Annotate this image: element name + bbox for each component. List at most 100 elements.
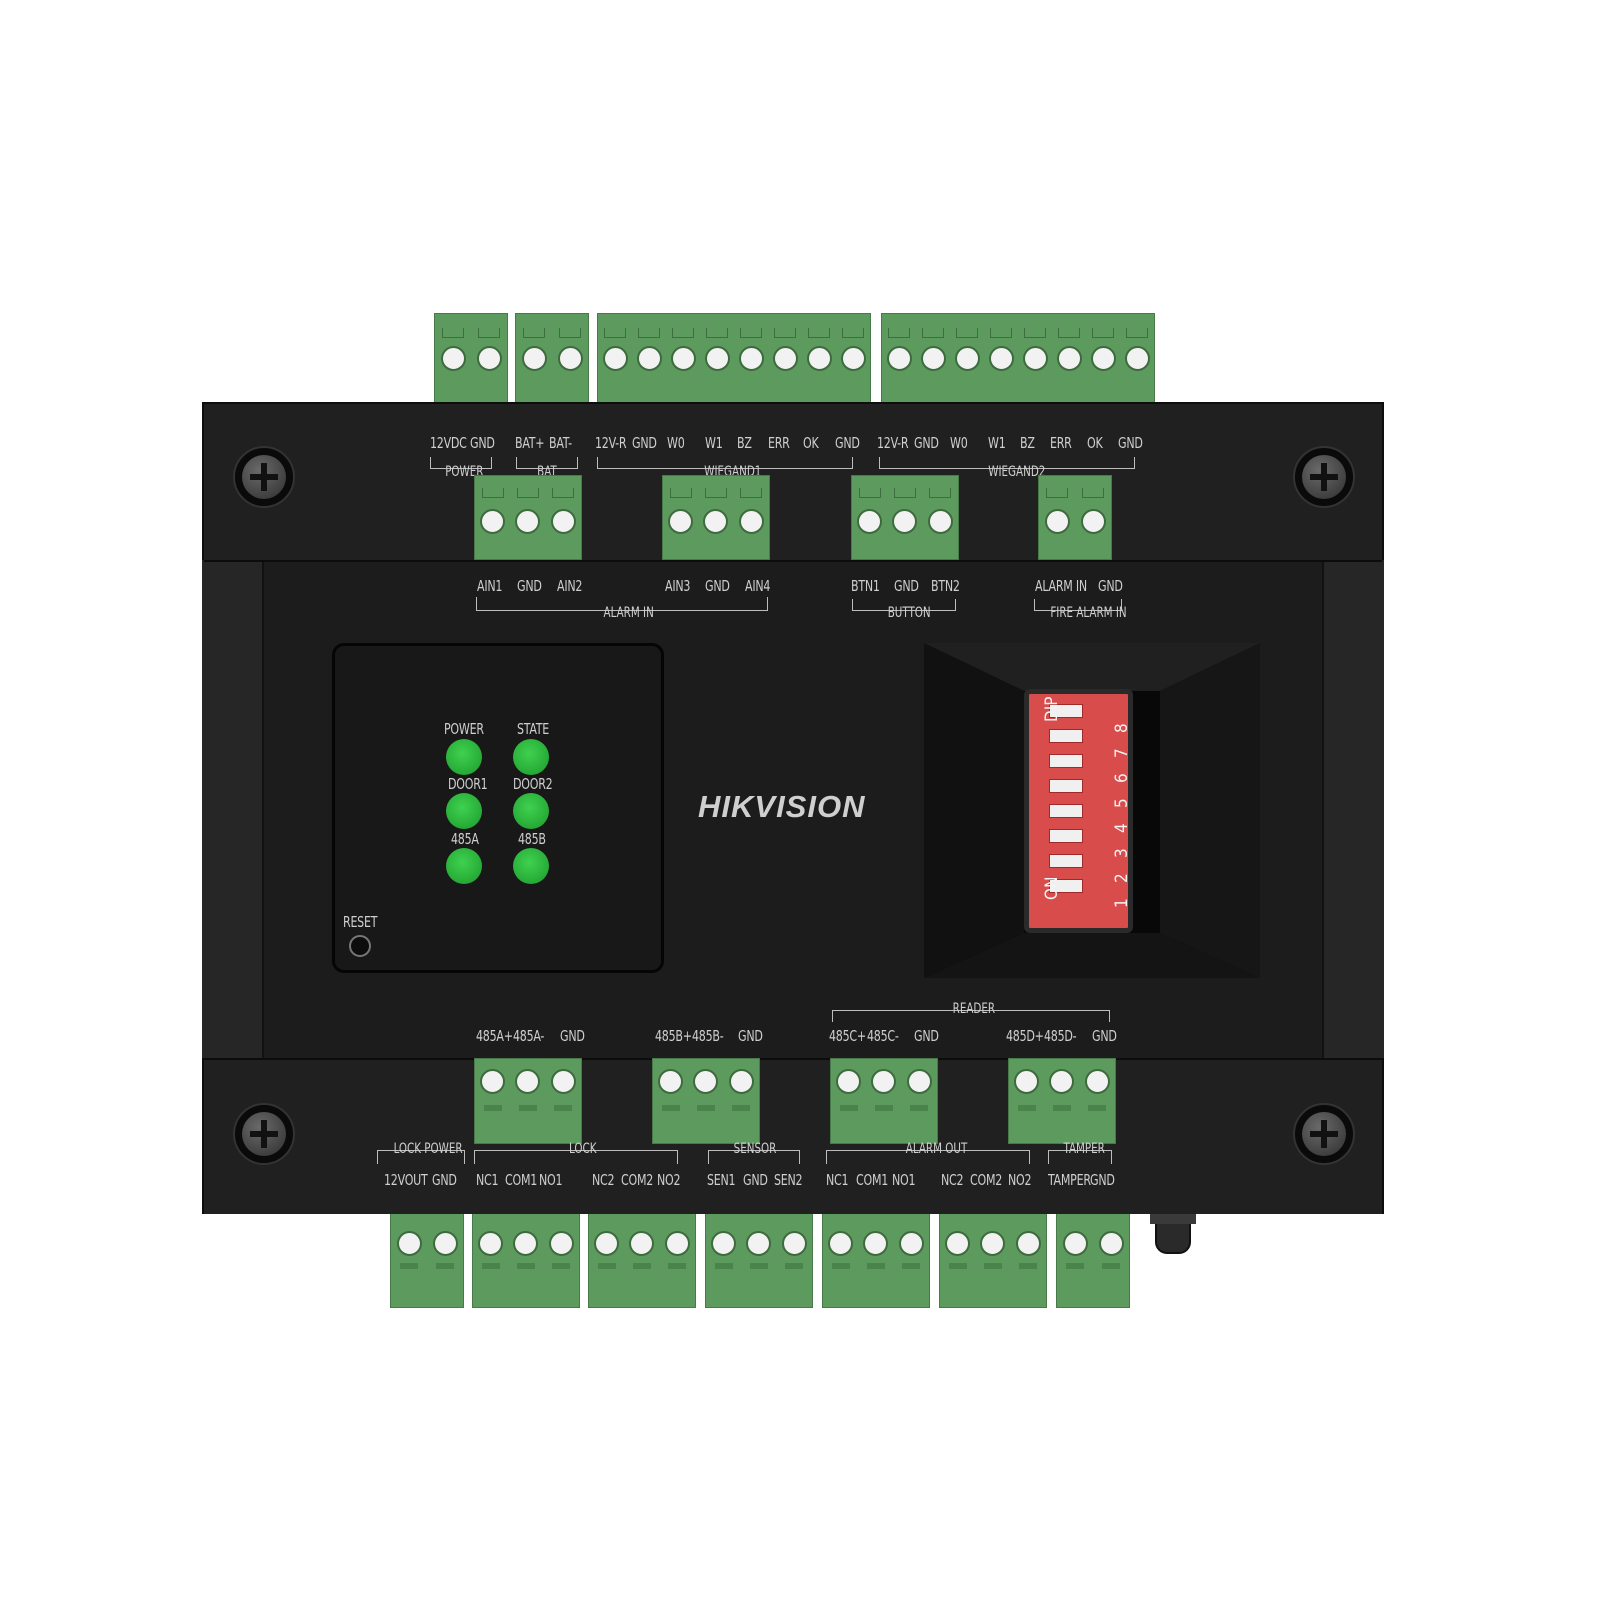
terminal-screw[interactable]: [668, 509, 694, 534]
terminal-screw[interactable]: [602, 346, 628, 371]
terminal-screw[interactable]: [738, 346, 764, 371]
terminal-screw[interactable]: [550, 509, 576, 534]
terminal-screw[interactable]: [664, 1231, 690, 1256]
terminal-screw[interactable]: [954, 346, 980, 371]
terminal-screw[interactable]: [693, 1069, 719, 1094]
terminal-screw[interactable]: [863, 1231, 889, 1256]
terminal-battery[interactable]: [515, 313, 589, 403]
terminal-screw[interactable]: [1124, 346, 1150, 371]
dip-lever[interactable]: [1049, 829, 1083, 843]
terminal-screw[interactable]: [980, 1231, 1006, 1256]
terminal-slot: [672, 328, 694, 338]
terminal-screw[interactable]: [927, 509, 953, 534]
terminal-lock1[interactable]: [472, 1212, 580, 1308]
terminal-485b[interactable]: [652, 1058, 760, 1144]
terminal-alarm-out2[interactable]: [939, 1212, 1047, 1308]
terminal-screw[interactable]: [478, 1231, 504, 1256]
terminal-screw[interactable]: [945, 1231, 971, 1256]
terminal-485a[interactable]: [474, 1058, 582, 1144]
terminal-screw[interactable]: [711, 1231, 737, 1256]
terminal-wiegand1[interactable]: [597, 313, 871, 403]
terminal-lock2[interactable]: [588, 1212, 696, 1308]
terminal-screw[interactable]: [670, 346, 696, 371]
terminal-screw[interactable]: [1090, 346, 1116, 371]
dip-lever[interactable]: [1049, 704, 1083, 718]
dip-lever[interactable]: [1049, 729, 1083, 743]
terminal-slot: [893, 488, 916, 498]
terminal-screw[interactable]: [920, 346, 946, 371]
terminal-screw[interactable]: [772, 346, 798, 371]
screws-row: [940, 1231, 1046, 1256]
dip-lever[interactable]: [1049, 804, 1083, 818]
terminal-lock-power[interactable]: [390, 1212, 464, 1308]
terminal-screw[interactable]: [892, 509, 918, 534]
terminal-screw[interactable]: [440, 346, 466, 371]
terminal-screw[interactable]: [1062, 1231, 1088, 1256]
terminal-485c[interactable]: [830, 1058, 938, 1144]
terminal-screw[interactable]: [738, 509, 764, 534]
terminal-screw[interactable]: [1015, 1231, 1041, 1256]
terminal-screw[interactable]: [840, 346, 866, 371]
terminal-sensor[interactable]: [705, 1212, 813, 1308]
fire-bracket: [1034, 599, 1122, 611]
terminal-screw[interactable]: [886, 346, 912, 371]
dip-lever[interactable]: [1049, 854, 1083, 868]
terminal-screw[interactable]: [594, 1231, 620, 1256]
terminal-screw[interactable]: [704, 346, 730, 371]
terminal-screw[interactable]: [513, 1231, 539, 1256]
terminal-screw[interactable]: [1022, 346, 1048, 371]
terminal-screw[interactable]: [658, 1069, 684, 1094]
terminal-screw[interactable]: [550, 1069, 576, 1094]
terminal-screw[interactable]: [1098, 1231, 1124, 1256]
terminal-screw[interactable]: [703, 509, 729, 534]
terminal-alarm-in-1[interactable]: [474, 475, 582, 560]
terminal-screw[interactable]: [1049, 1069, 1075, 1094]
terminal-rib: [668, 1263, 687, 1269]
terminal-screw[interactable]: [906, 1069, 932, 1094]
terminal-fire-alarm[interactable]: [1038, 475, 1112, 560]
terminal-screw[interactable]: [728, 1069, 754, 1094]
dip-switch[interactable]: [1024, 689, 1133, 933]
terminal-screw[interactable]: [871, 1069, 897, 1094]
label-bat-minus: BAT-: [549, 434, 572, 452]
label-bottom-pin: SEN2: [774, 1171, 803, 1189]
reset-button[interactable]: [349, 935, 371, 957]
terminal-screw[interactable]: [480, 509, 506, 534]
terminal-screw[interactable]: [898, 1231, 924, 1256]
terminal-screw[interactable]: [1014, 1069, 1040, 1094]
terminal-screw[interactable]: [521, 346, 547, 371]
terminal-screw[interactable]: [1044, 509, 1070, 534]
terminal-screw[interactable]: [828, 1231, 854, 1256]
terminal-screw[interactable]: [1056, 346, 1082, 371]
terminal-screw[interactable]: [396, 1231, 422, 1256]
terminal-alarm-out1[interactable]: [822, 1212, 930, 1308]
dip-lever[interactable]: [1049, 754, 1083, 768]
terminal-alarm-in-2[interactable]: [662, 475, 770, 560]
terminal-screw[interactable]: [480, 1069, 506, 1094]
terminal-screw[interactable]: [988, 346, 1014, 371]
dip-lever[interactable]: [1049, 779, 1083, 793]
terminal-screw[interactable]: [636, 346, 662, 371]
terminal-screw[interactable]: [476, 346, 502, 371]
terminal-screw[interactable]: [1084, 1069, 1110, 1094]
terminal-button[interactable]: [851, 475, 959, 560]
terminal-screw[interactable]: [857, 509, 883, 534]
terminal-screw[interactable]: [515, 1069, 541, 1094]
terminal-power[interactable]: [434, 313, 508, 403]
terminal-screw[interactable]: [557, 346, 583, 371]
terminal-screw[interactable]: [515, 509, 541, 534]
terminal-tamper[interactable]: [1056, 1212, 1130, 1308]
terminal-screw[interactable]: [629, 1231, 655, 1256]
terminal-wiegand2[interactable]: [881, 313, 1155, 403]
dip-lever[interactable]: [1049, 879, 1083, 893]
terminal-screw[interactable]: [432, 1231, 458, 1256]
terminal-screw[interactable]: [746, 1231, 772, 1256]
terminal-slot: [706, 328, 728, 338]
terminal-screw[interactable]: [548, 1231, 574, 1256]
terminal-screw[interactable]: [806, 346, 832, 371]
terminal-485d[interactable]: [1008, 1058, 1116, 1144]
terminal-screw[interactable]: [781, 1231, 807, 1256]
label-power-group: POWER: [445, 464, 484, 480]
terminal-screw[interactable]: [1080, 509, 1106, 534]
terminal-screw[interactable]: [836, 1069, 862, 1094]
